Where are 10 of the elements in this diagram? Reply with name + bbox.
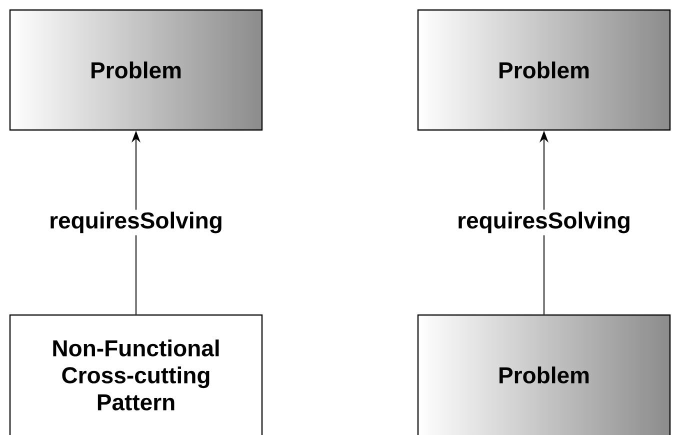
box [417,314,671,435]
box [417,9,671,131]
node-label: Problem [92,62,181,78]
node-label: Problem [500,366,589,384]
box [9,9,263,131]
edge-label: requiresSolving [50,212,222,234]
edge-label: requiresSolving [458,212,630,234]
box [9,314,263,435]
node-label: Non-Functional Cross-cutting Pattern [53,340,219,410]
node-label: Problem [500,62,589,78]
